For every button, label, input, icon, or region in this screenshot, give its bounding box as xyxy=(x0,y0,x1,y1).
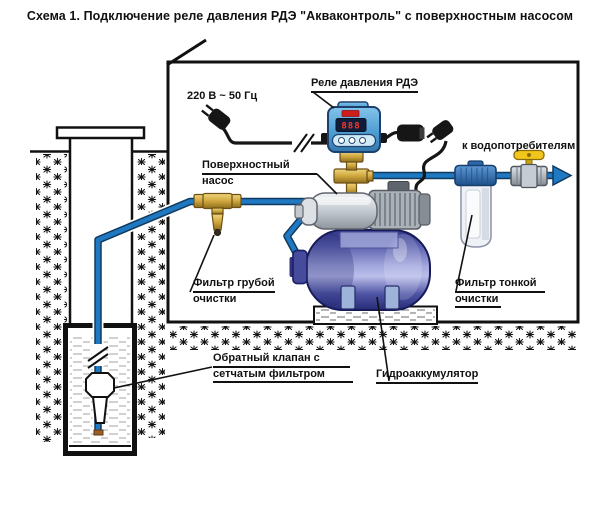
label-surface-pump: Поверхностный насос xyxy=(202,159,317,187)
power-plug-icon xyxy=(201,104,231,130)
power-socket-icon xyxy=(397,124,424,142)
relay-logo xyxy=(341,110,360,117)
well-cap xyxy=(55,126,146,140)
check-valve-nut xyxy=(85,372,115,398)
label-check-valve: Обратный клапан с сетчатым фильтром xyxy=(213,352,353,383)
leader-coarse-filter xyxy=(189,234,215,293)
diagram-title: Схема 1. Подключение реле давления РДЭ "… xyxy=(26,9,574,23)
ground-texture-left xyxy=(36,154,67,442)
relay-button xyxy=(359,137,366,144)
pump-inlet xyxy=(294,204,304,219)
cable-break-icon xyxy=(293,133,315,153)
strainer-tip xyxy=(93,429,104,436)
leader-hydroaccumulator xyxy=(376,296,390,382)
pressure-relay: 888 xyxy=(321,101,387,153)
label-coarse-filter: Фильтр грубой очистки xyxy=(193,277,275,305)
fine-filter xyxy=(454,160,497,248)
tank-foot xyxy=(340,285,356,310)
leader-check-valve xyxy=(113,366,213,389)
label-hydroaccumulator: Гидроаккумулятор xyxy=(376,368,479,384)
check-valve xyxy=(85,372,115,436)
pipe-break-icon xyxy=(87,346,109,369)
relay-button xyxy=(348,137,356,144)
flow-arrow-icon xyxy=(552,164,573,187)
pump-plug-icon xyxy=(426,120,454,144)
relay-display xyxy=(335,118,367,132)
filter-head xyxy=(454,164,497,187)
hydroaccumulator-tank xyxy=(289,222,431,311)
tank-foot xyxy=(384,285,400,310)
leader-relay xyxy=(312,91,335,109)
house-corner-diagonal xyxy=(166,38,207,67)
tank-port xyxy=(292,249,308,285)
pump-cable xyxy=(414,140,448,191)
ball-valve xyxy=(510,149,548,189)
label-power-supply: 220 В ~ 50 Гц xyxy=(187,90,258,102)
label-pressure-relay: Реле давления РДЭ xyxy=(311,77,419,93)
brass-tee xyxy=(333,168,370,184)
suction-pipe xyxy=(87,196,322,433)
check-valve-cone xyxy=(91,396,109,424)
power-cord-220v xyxy=(201,104,327,153)
surface-pump xyxy=(294,181,431,230)
leader-pump xyxy=(316,173,338,195)
coarse-filter xyxy=(193,192,242,237)
relay-button xyxy=(338,137,345,144)
floor-ground-band xyxy=(170,326,576,350)
leader-fine-filter xyxy=(455,214,473,292)
leader-lines xyxy=(113,91,473,389)
tank-pedestal xyxy=(313,305,438,325)
label-to-consumers: к водопотребителям xyxy=(462,140,576,152)
relay-brass-fitting xyxy=(333,150,374,196)
label-fine-filter: Фильтр тонкой очистки xyxy=(455,277,545,308)
relay-display-value: 888 xyxy=(341,122,360,132)
ground-texture-right xyxy=(135,154,165,438)
